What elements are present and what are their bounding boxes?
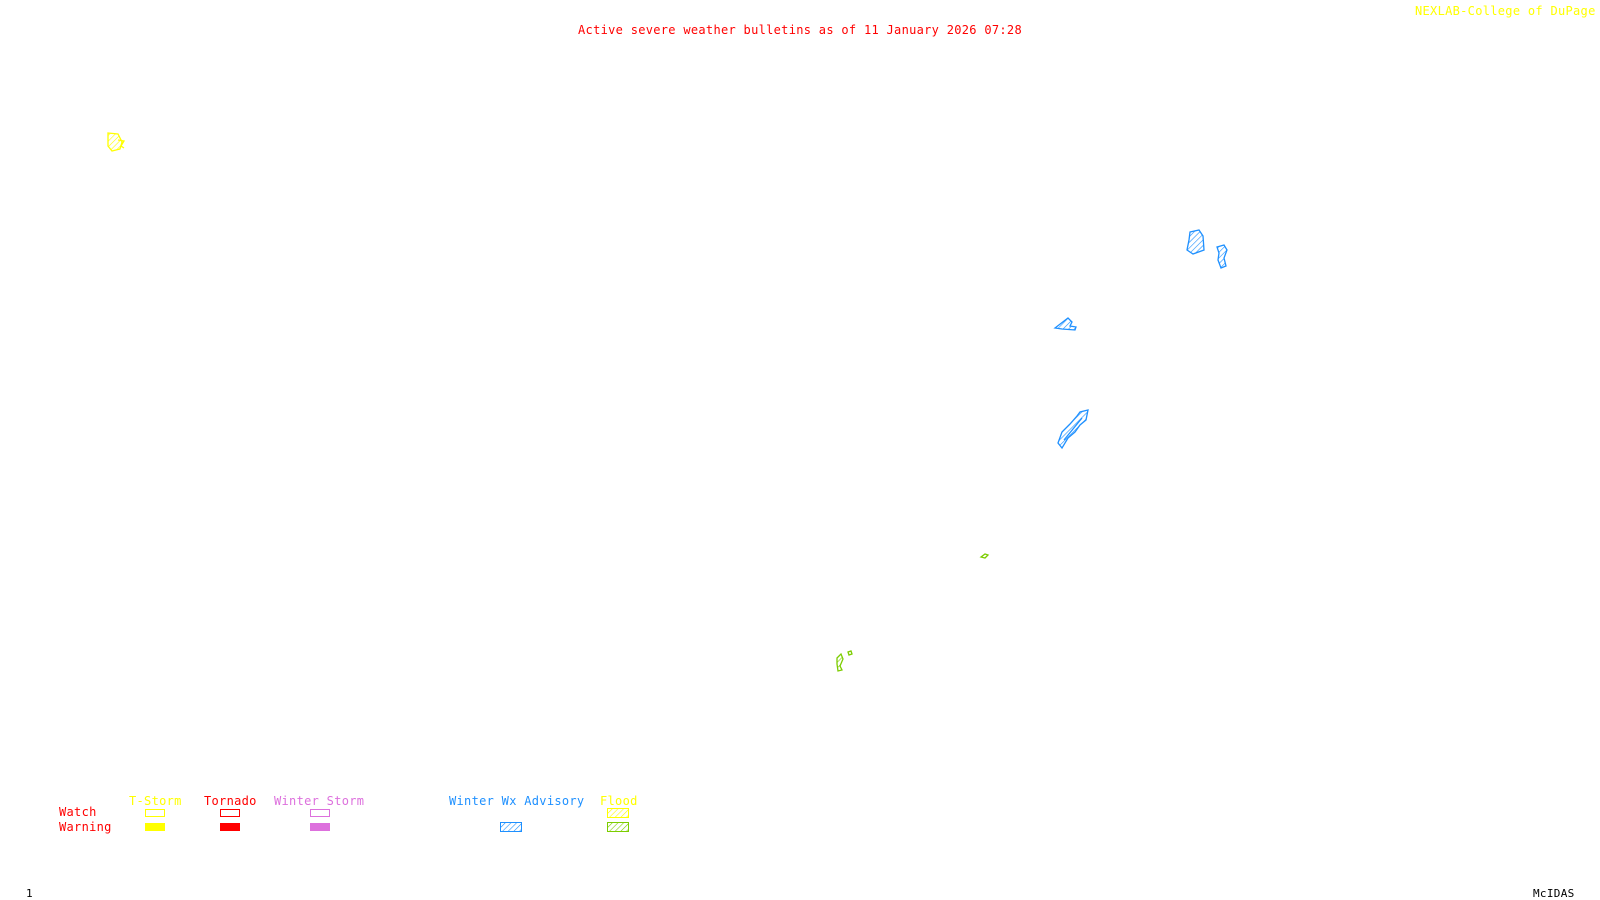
legend-label-flood: Flood [600,794,638,808]
legend-label-tornado: Tornado [204,794,257,808]
legend-row-warning-label: Warning [59,820,112,834]
legend-swatch-tornado-watch [220,809,240,817]
legend-row-watch-label: Watch [59,805,97,819]
legend-swatch-winter-storm-warning [310,823,330,831]
credit-label: NEXLAB-College of DuPage ⇱ [1415,5,1600,17]
bulletin-area-winter-advisory-4[interactable] [1057,409,1089,450]
legend-swatch-winter-storm-watch [310,809,330,817]
credit-text: NEXLAB-College of DuPage [1415,4,1596,18]
frame-number: 1 [26,887,33,900]
legend-swatch-tstorm-warning [145,823,165,831]
legend-swatch-flood-warning [607,822,629,832]
legend-label-winter-wx-advisory: Winter Wx Advisory [449,794,585,808]
bulletin-area-flood-2[interactable] [836,650,853,672]
legend-swatch-tstorm-watch [145,809,165,817]
bulletin-area-winter-advisory-3[interactable] [1053,317,1077,331]
page-title: Active severe weather bulletins as of 11… [578,23,1022,37]
legend-label-tstorm: T-Storm [129,794,182,808]
bulletin-area-flood-1[interactable] [979,553,990,559]
legend-swatch-winter-wx-advisory [500,822,522,832]
legend-swatch-tornado-warning [220,823,240,831]
bulletin-area-winter-advisory-1[interactable] [1186,229,1205,255]
legend-label-winter-storm: Winter Storm [274,794,365,808]
software-label: McIDAS [1533,887,1575,900]
bulletin-area-winter-advisory-2[interactable] [1216,244,1228,269]
legend-swatch-flood-watch [607,808,629,818]
bulletin-area-tstorm[interactable] [107,132,126,152]
